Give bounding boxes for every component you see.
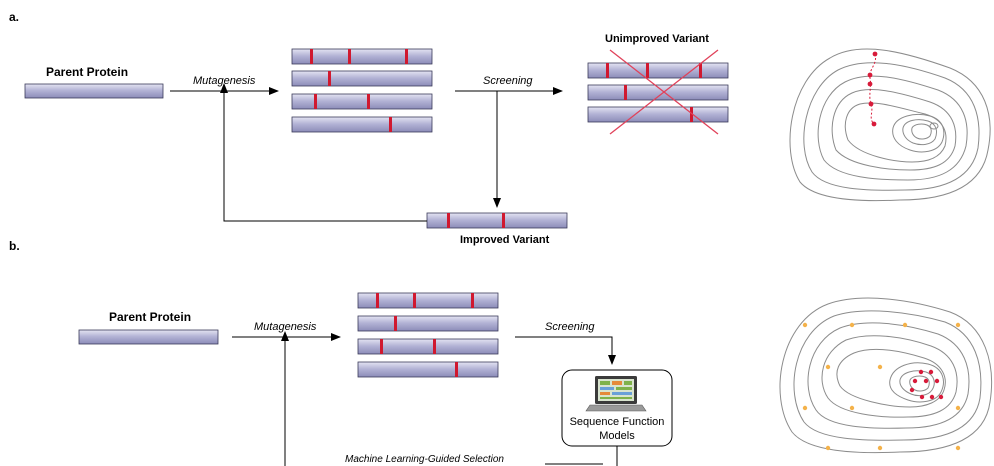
mutation-mark — [394, 316, 397, 331]
sample-point — [955, 445, 961, 451]
mutation-mark — [455, 362, 458, 377]
panel-a-improved-label: Improved Variant — [460, 234, 550, 246]
panel-b-screening-arrow — [515, 336, 616, 365]
mutation-mark — [690, 107, 693, 122]
sample-point — [802, 405, 808, 411]
candidate-point — [929, 394, 935, 400]
candidate-point — [912, 378, 918, 384]
mutation-mark — [606, 63, 609, 78]
panel-b-mutant-bar — [357, 315, 499, 332]
sample-point — [877, 445, 883, 451]
candidate-point — [923, 378, 929, 384]
panel-b-mutant-bar — [357, 292, 499, 309]
sample-point — [825, 364, 831, 370]
path-point — [872, 51, 878, 57]
path-point — [867, 72, 873, 78]
mutation-mark — [328, 71, 331, 86]
candidate-point — [938, 394, 944, 400]
model-label-line2: Models — [599, 430, 635, 442]
panel-a-mutagenesis-label: Mutagenesis — [193, 75, 256, 87]
mutation-mark — [314, 94, 317, 109]
panel-a-mutant-library — [291, 48, 433, 133]
panel-a-unimproved-label: Unimproved Variant — [605, 33, 709, 45]
mutation-mark — [699, 63, 702, 78]
candidate-point — [934, 378, 940, 384]
panel-b-screening-label: Screening — [545, 321, 595, 333]
panel-a-mutant-bar — [291, 116, 433, 133]
mutation-mark — [624, 85, 627, 100]
panel-a-mutant-bar — [291, 48, 433, 65]
laptop-icon — [585, 376, 647, 412]
panel-b-candidate-points — [909, 369, 944, 400]
mutation-mark — [380, 339, 383, 354]
panel-a-screening-label: Screening — [483, 75, 533, 87]
unimproved-bar — [587, 84, 729, 101]
panel-a-unimproved-variants — [587, 62, 729, 123]
panel-b-fitness-landscape — [779, 297, 993, 454]
mutation-mark — [405, 49, 408, 64]
sample-point — [802, 322, 808, 328]
mutation-mark — [348, 49, 351, 64]
mutation-mark — [471, 293, 474, 308]
mutation-mark — [646, 63, 649, 78]
panel-a-evolution-path — [867, 51, 878, 127]
model-label-line1: Sequence Function — [570, 416, 665, 428]
sample-point — [877, 364, 883, 370]
panel-b-mutant-library — [357, 292, 499, 378]
panel-a-parent-protein-bar — [24, 83, 164, 99]
sample-point — [849, 322, 855, 328]
sample-point — [955, 405, 961, 411]
panel-b-sample-points — [802, 322, 961, 451]
panel-a-parent-label: Parent Protein — [46, 65, 128, 79]
panel-a-label: a. — [9, 10, 19, 24]
panel-a-fitness-landscape — [789, 48, 991, 202]
panel-b-parent-protein-bar — [78, 329, 219, 345]
panel-a-mutant-bar — [291, 93, 433, 110]
panel-a-mutant-bar — [291, 70, 433, 87]
mutation-mark — [367, 94, 370, 109]
path-point — [868, 101, 874, 107]
panel-b-mutant-bar — [357, 361, 499, 378]
mutation-mark — [389, 117, 392, 132]
mutation-mark — [502, 213, 505, 228]
panel-b-ml-label: Machine Learning-Guided Selection — [345, 454, 504, 465]
panel-b-mutant-bar — [357, 338, 499, 355]
candidate-point — [928, 369, 934, 375]
sample-point — [902, 322, 908, 328]
sample-point — [825, 445, 831, 451]
mutation-mark — [310, 49, 313, 64]
mutation-mark — [447, 213, 450, 228]
panel-b-parent-label: Parent Protein — [109, 310, 191, 324]
candidate-point — [918, 369, 924, 375]
unimproved-bar — [587, 62, 729, 79]
candidate-point — [919, 394, 925, 400]
path-point — [871, 121, 877, 127]
reject-cross-line — [609, 49, 719, 135]
panel-b-mutagenesis-label: Mutagenesis — [254, 321, 317, 333]
candidate-point — [909, 387, 915, 393]
panel-b-label: b. — [9, 239, 20, 253]
panel-a-feedback-arrow — [220, 83, 427, 222]
sample-point — [955, 322, 961, 328]
path-point — [867, 81, 873, 87]
mutation-mark — [376, 293, 379, 308]
unimproved-bar — [587, 106, 729, 123]
sample-point — [849, 405, 855, 411]
mutation-mark — [433, 339, 436, 354]
mutation-mark — [413, 293, 416, 308]
